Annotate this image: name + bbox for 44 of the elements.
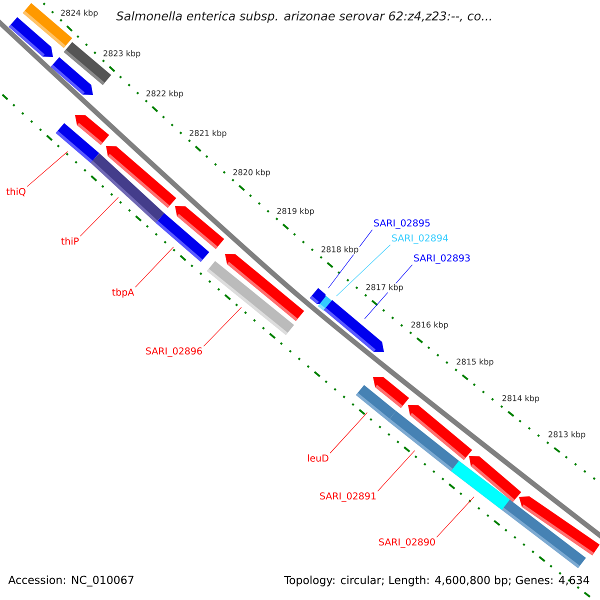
title: Salmonella enterica subsp. arizonae serovar 62:z4,z23:--, co... [116, 11, 492, 23]
leader-line [377, 450, 416, 492]
gene-feature [8, 17, 53, 57]
gene-label: SARI_02893 [414, 254, 470, 264]
gene-label: thiQ [6, 188, 26, 196]
scale-label: 2819 kbp [276, 207, 316, 216]
gene-label: SARI_02894 [392, 234, 448, 244]
scale-label: 2813 kbp [547, 430, 586, 440]
gene-feature [388, 410, 460, 472]
scale-label: 2824 kbp [60, 8, 99, 18]
scale-label: 2816 kbp [410, 320, 450, 330]
leader-line [203, 307, 242, 346]
footer-text: Accession: NC_010067 [8, 576, 134, 586]
leader-line [80, 196, 119, 236]
leader-line [328, 230, 373, 288]
leader-line [26, 151, 68, 187]
gene-label: SARI_02895 [374, 219, 430, 229]
scale-label: 2821 kbp [188, 129, 228, 138]
gene-feature [324, 300, 384, 352]
gene-label: SARI_02890 [379, 538, 435, 548]
leader-line [436, 496, 474, 538]
gene-label: tbpA [112, 288, 134, 298]
gene-feature [451, 460, 586, 568]
scale-label: 2817 kbp [364, 283, 404, 293]
leader-line [336, 244, 391, 296]
footer-text: Topology: circular; Length: 4,600,800 bp; Genes: 4,634 [284, 576, 590, 586]
scale-label: 2814 kbp [501, 394, 540, 404]
gene-feature [50, 57, 93, 95]
gene-feature [206, 260, 294, 336]
leader-line [330, 412, 368, 454]
gene-label: leuD [308, 454, 328, 462]
gene-label: SARI_02891 [320, 492, 376, 502]
scale-label: 2820 kbp [232, 168, 272, 178]
gene-feature [90, 153, 164, 223]
scale-label: 2823 kbp [102, 49, 142, 59]
scale-label: 2815 kbp [455, 358, 495, 367]
gene-feature [356, 384, 396, 422]
scale-label: 2822 kbp [145, 89, 184, 99]
gene-feature [156, 213, 210, 262]
scale-label: 2818 kbp [320, 245, 360, 255]
leader-line [135, 246, 174, 288]
gene-feature [56, 123, 100, 163]
gene-label: thiP [61, 237, 79, 245]
gene-label: SARI_02896 [146, 347, 202, 357]
